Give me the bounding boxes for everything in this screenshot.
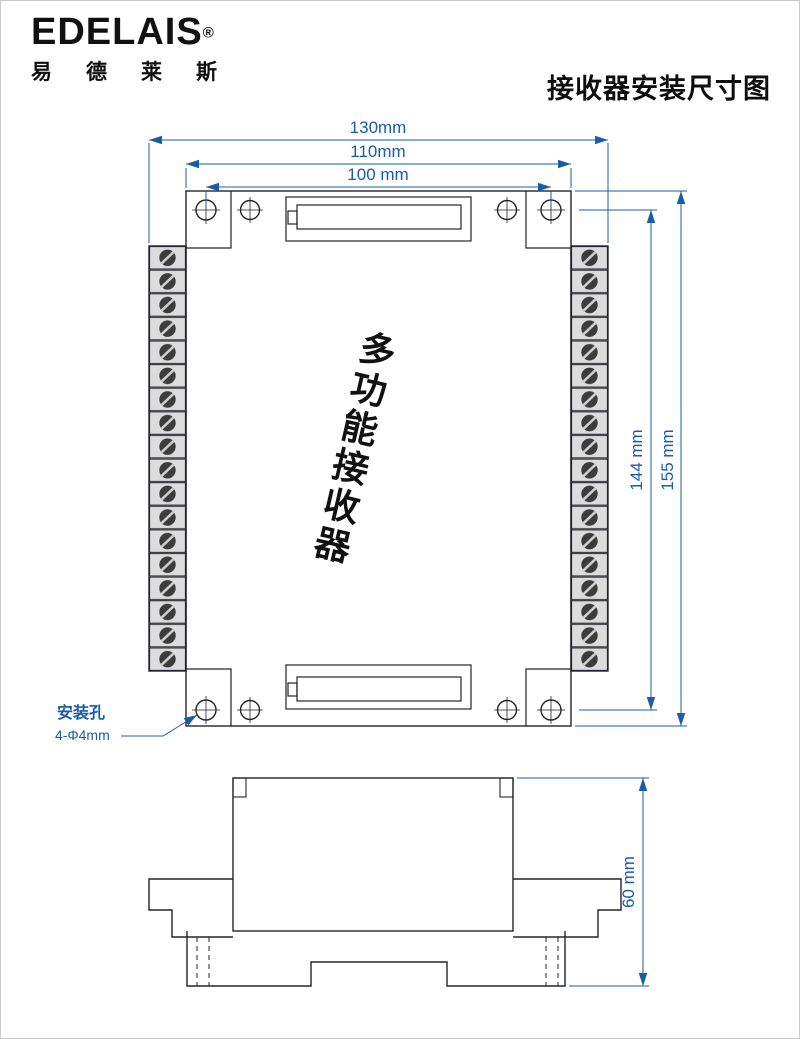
side-claw-left	[148, 878, 233, 938]
dimensions-side-view: 60 mm	[517, 777, 649, 987]
dim-110mm-label: 110mm	[350, 142, 405, 161]
page-title: 接收器安装尺寸图	[547, 74, 771, 104]
screw-hole-top-left	[237, 197, 263, 223]
dim-144mm: 144 mm	[579, 209, 657, 711]
side-tab-right	[499, 777, 514, 798]
terminal-strip-left	[148, 245, 187, 672]
dim-100mm-label: 100 mm	[347, 165, 408, 184]
dim-60mm: 60 mm	[517, 777, 649, 987]
brand-logo: EDELAIS® 易德莱斯	[31, 11, 251, 86]
side-view	[148, 777, 622, 987]
mounting-hole-bottom-left	[192, 696, 220, 724]
registered-mark-icon: ®	[202, 24, 214, 42]
dim-100mm: 100 mm	[205, 165, 552, 204]
dim-155mm: 155 mm	[575, 190, 687, 727]
screw-hole-top-right	[494, 197, 520, 223]
dim-144mm-label: 144 mm	[627, 429, 646, 490]
side-tab-left	[232, 777, 247, 798]
brand-chinese: 易德莱斯	[31, 61, 251, 84]
top-view	[148, 190, 609, 727]
screw-hole-bottom-left	[237, 697, 263, 723]
terminal-strip-right	[570, 245, 609, 672]
dim-130mm-label: 130mm	[350, 118, 407, 137]
dim-155mm-label: 155 mm	[658, 429, 677, 490]
mounting-hole-bottom-right	[537, 696, 565, 724]
device-body-outline	[185, 190, 572, 727]
dimensions-top-view: 130mm 110mm 100 mm 144 mm	[121, 118, 687, 737]
side-claw-right	[513, 878, 622, 938]
callout-leader-line	[121, 714, 198, 737]
connector-slot-bottom	[285, 664, 472, 710]
corner-partitions	[186, 191, 571, 726]
mounting-hole-callout-spec: 4-Φ4mm	[55, 727, 110, 743]
mounting-hole-callout-label: 安装孔	[57, 705, 106, 722]
connector-slot-top	[285, 196, 472, 242]
brand-text: EDELAIS	[31, 11, 203, 53]
side-base-outline	[186, 931, 566, 987]
side-body-outline	[232, 777, 514, 932]
dim-110mm: 110mm	[185, 142, 572, 188]
side-hidden-lines	[196, 937, 559, 986]
screw-hole-bottom-right	[494, 697, 520, 723]
dim-130mm: 130mm	[148, 118, 609, 243]
dim-60mm-label: 60 mm	[619, 856, 638, 908]
